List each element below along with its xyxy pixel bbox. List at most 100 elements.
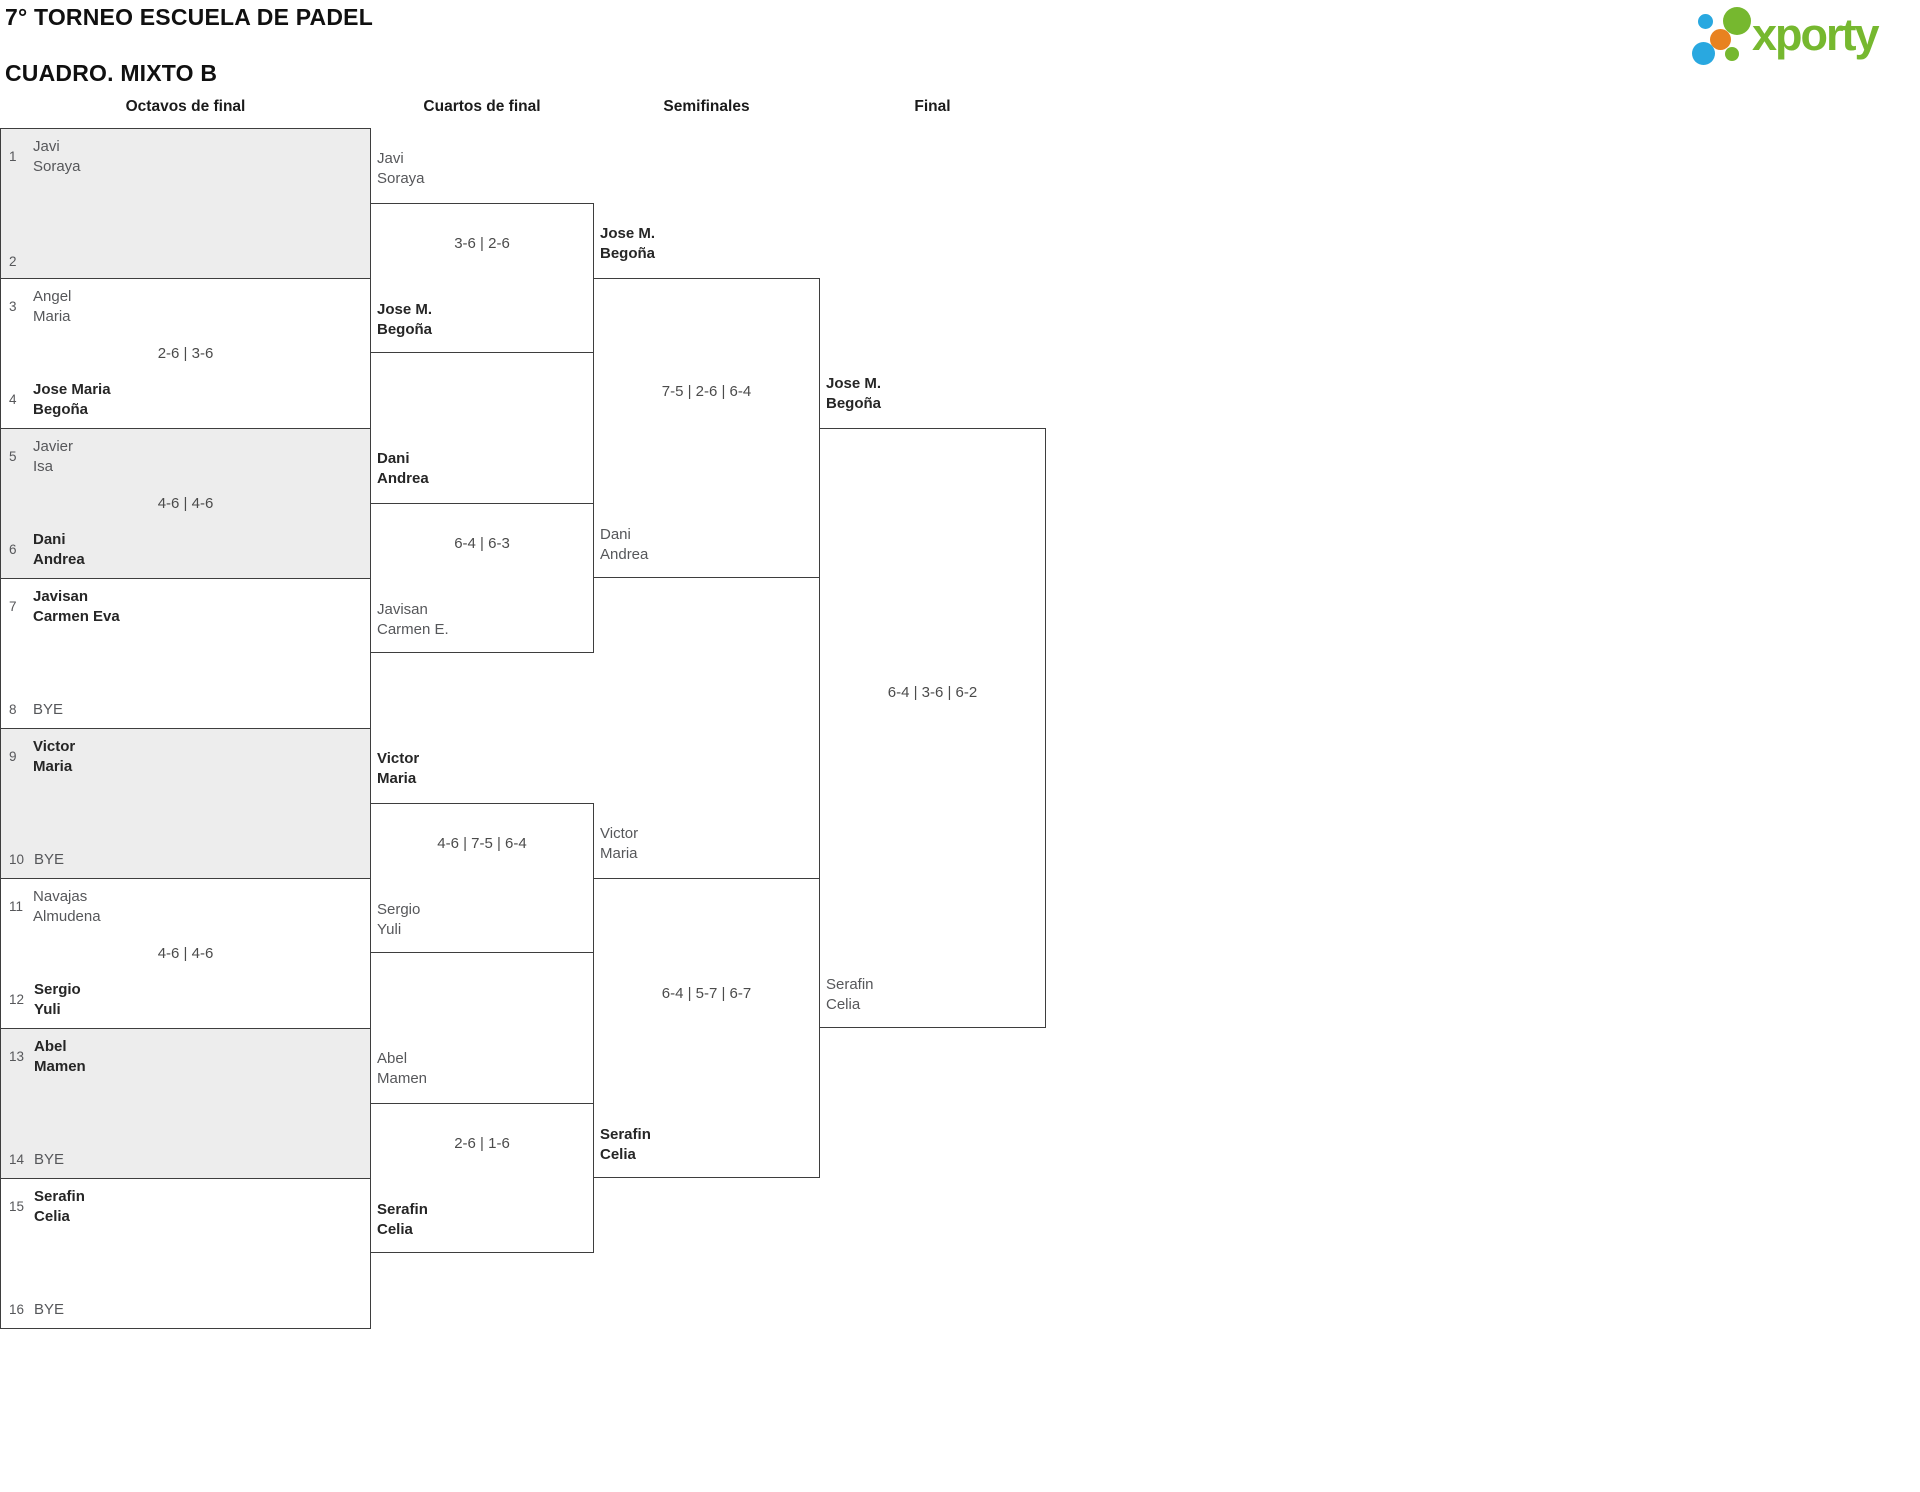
- match-score: 4-6 | 4-6: [157, 945, 214, 962]
- match-score: 2-6 | 1-6: [454, 1135, 510, 1152]
- seed-number: 5: [9, 449, 17, 464]
- match-semifinal-2[interactable]: 6-4 | 5-7 | 6-7: [593, 878, 820, 1178]
- match-score: 6-4 | 3-6 | 6-2: [887, 684, 978, 701]
- seed-number: 7: [9, 599, 17, 614]
- match-score: 6-4 | 5-7 | 6-7: [661, 985, 752, 1002]
- logo-dot-green-large-icon: [1723, 7, 1751, 35]
- seed-number: 10: [9, 851, 25, 867]
- seed-number: 4: [9, 392, 17, 407]
- cuartos-1-team-bottom: Jose M.Begoña: [377, 301, 433, 338]
- team-name: BYE: [33, 700, 64, 718]
- seed-number: 11: [9, 899, 24, 914]
- match-score: 3-6 | 2-6: [454, 235, 510, 252]
- semifinal-1-team-top: Jose M.Begoña: [600, 225, 656, 262]
- match-score: 4-6 | 7-5 | 6-4: [437, 835, 527, 852]
- seed-number: 1: [9, 149, 17, 164]
- match-score: 6-4 | 6-3: [454, 535, 510, 552]
- round-header-cuartos: Cuartos de final: [423, 98, 541, 115]
- seed-number: 8: [9, 701, 17, 717]
- logo-dot-blue-large-icon: [1692, 42, 1715, 65]
- match-score: 7-5 | 2-6 | 6-4: [661, 383, 752, 400]
- match-cuartos-4[interactable]: 2-6 | 1-6: [370, 1103, 594, 1253]
- seed-number: 14: [9, 1151, 25, 1167]
- match-semifinal-1[interactable]: 7-5 | 2-6 | 6-4: [593, 278, 820, 578]
- logo-dot-blue-small-icon: [1698, 14, 1713, 29]
- seed-number: 15: [9, 1199, 25, 1214]
- xporty-logo[interactable]: xporty: [1690, 5, 1916, 67]
- tournament-category-line2: CUADRO. MIXTO B: [5, 60, 218, 86]
- match-cuartos-3[interactable]: 4-6 | 7-5 | 6-4: [370, 803, 594, 953]
- logo-dot-orange-icon: [1710, 29, 1731, 50]
- match-score: 4-6 | 4-6: [157, 495, 214, 512]
- match-cuartos-2[interactable]: 6-4 | 6-3: [370, 503, 594, 653]
- slot-seed-14: 14 BYE: [9, 1150, 364, 1170]
- round-header-octavos: Octavos de final: [125, 98, 246, 115]
- match-final[interactable]: 6-4 | 3-6 | 6-2: [819, 428, 1046, 1028]
- tournament-title-line1: 7° TORNEO ESCUELA DE PADEL: [5, 4, 373, 30]
- slot-seed-8: 8 BYE: [9, 700, 364, 720]
- final-team-top: Jose M.Begoña: [826, 375, 882, 412]
- slot-seed-16: 16 BYE: [9, 1300, 364, 1320]
- tournament-title: 7° TORNEO ESCUELA DE PADEL CUADRO. MIXTO…: [5, 3, 373, 87]
- round-header-semifinales: Semifinales: [663, 98, 750, 115]
- seed-number: 6: [9, 542, 17, 557]
- seed-number: 9: [9, 749, 17, 764]
- round-header-final: Final: [914, 98, 951, 115]
- slot-seed-2: 2: [9, 254, 364, 269]
- seed-number: 2: [9, 254, 17, 269]
- match-score: 2-6 | 3-6: [157, 345, 214, 362]
- team-name: BYE: [34, 850, 65, 868]
- match-cuartos-1[interactable]: 3-6 | 2-6: [370, 203, 594, 353]
- seed-number: 12: [9, 992, 25, 1007]
- team-name: BYE: [34, 1150, 65, 1168]
- slot-seed-10: 10 BYE: [9, 850, 364, 870]
- team-name: BYE: [34, 1300, 65, 1318]
- logo-dot-green-small-icon: [1725, 47, 1739, 61]
- seed-number: 3: [9, 299, 17, 314]
- logo-wordmark: xporty: [1752, 9, 1880, 60]
- seed-number: 16: [9, 1301, 25, 1317]
